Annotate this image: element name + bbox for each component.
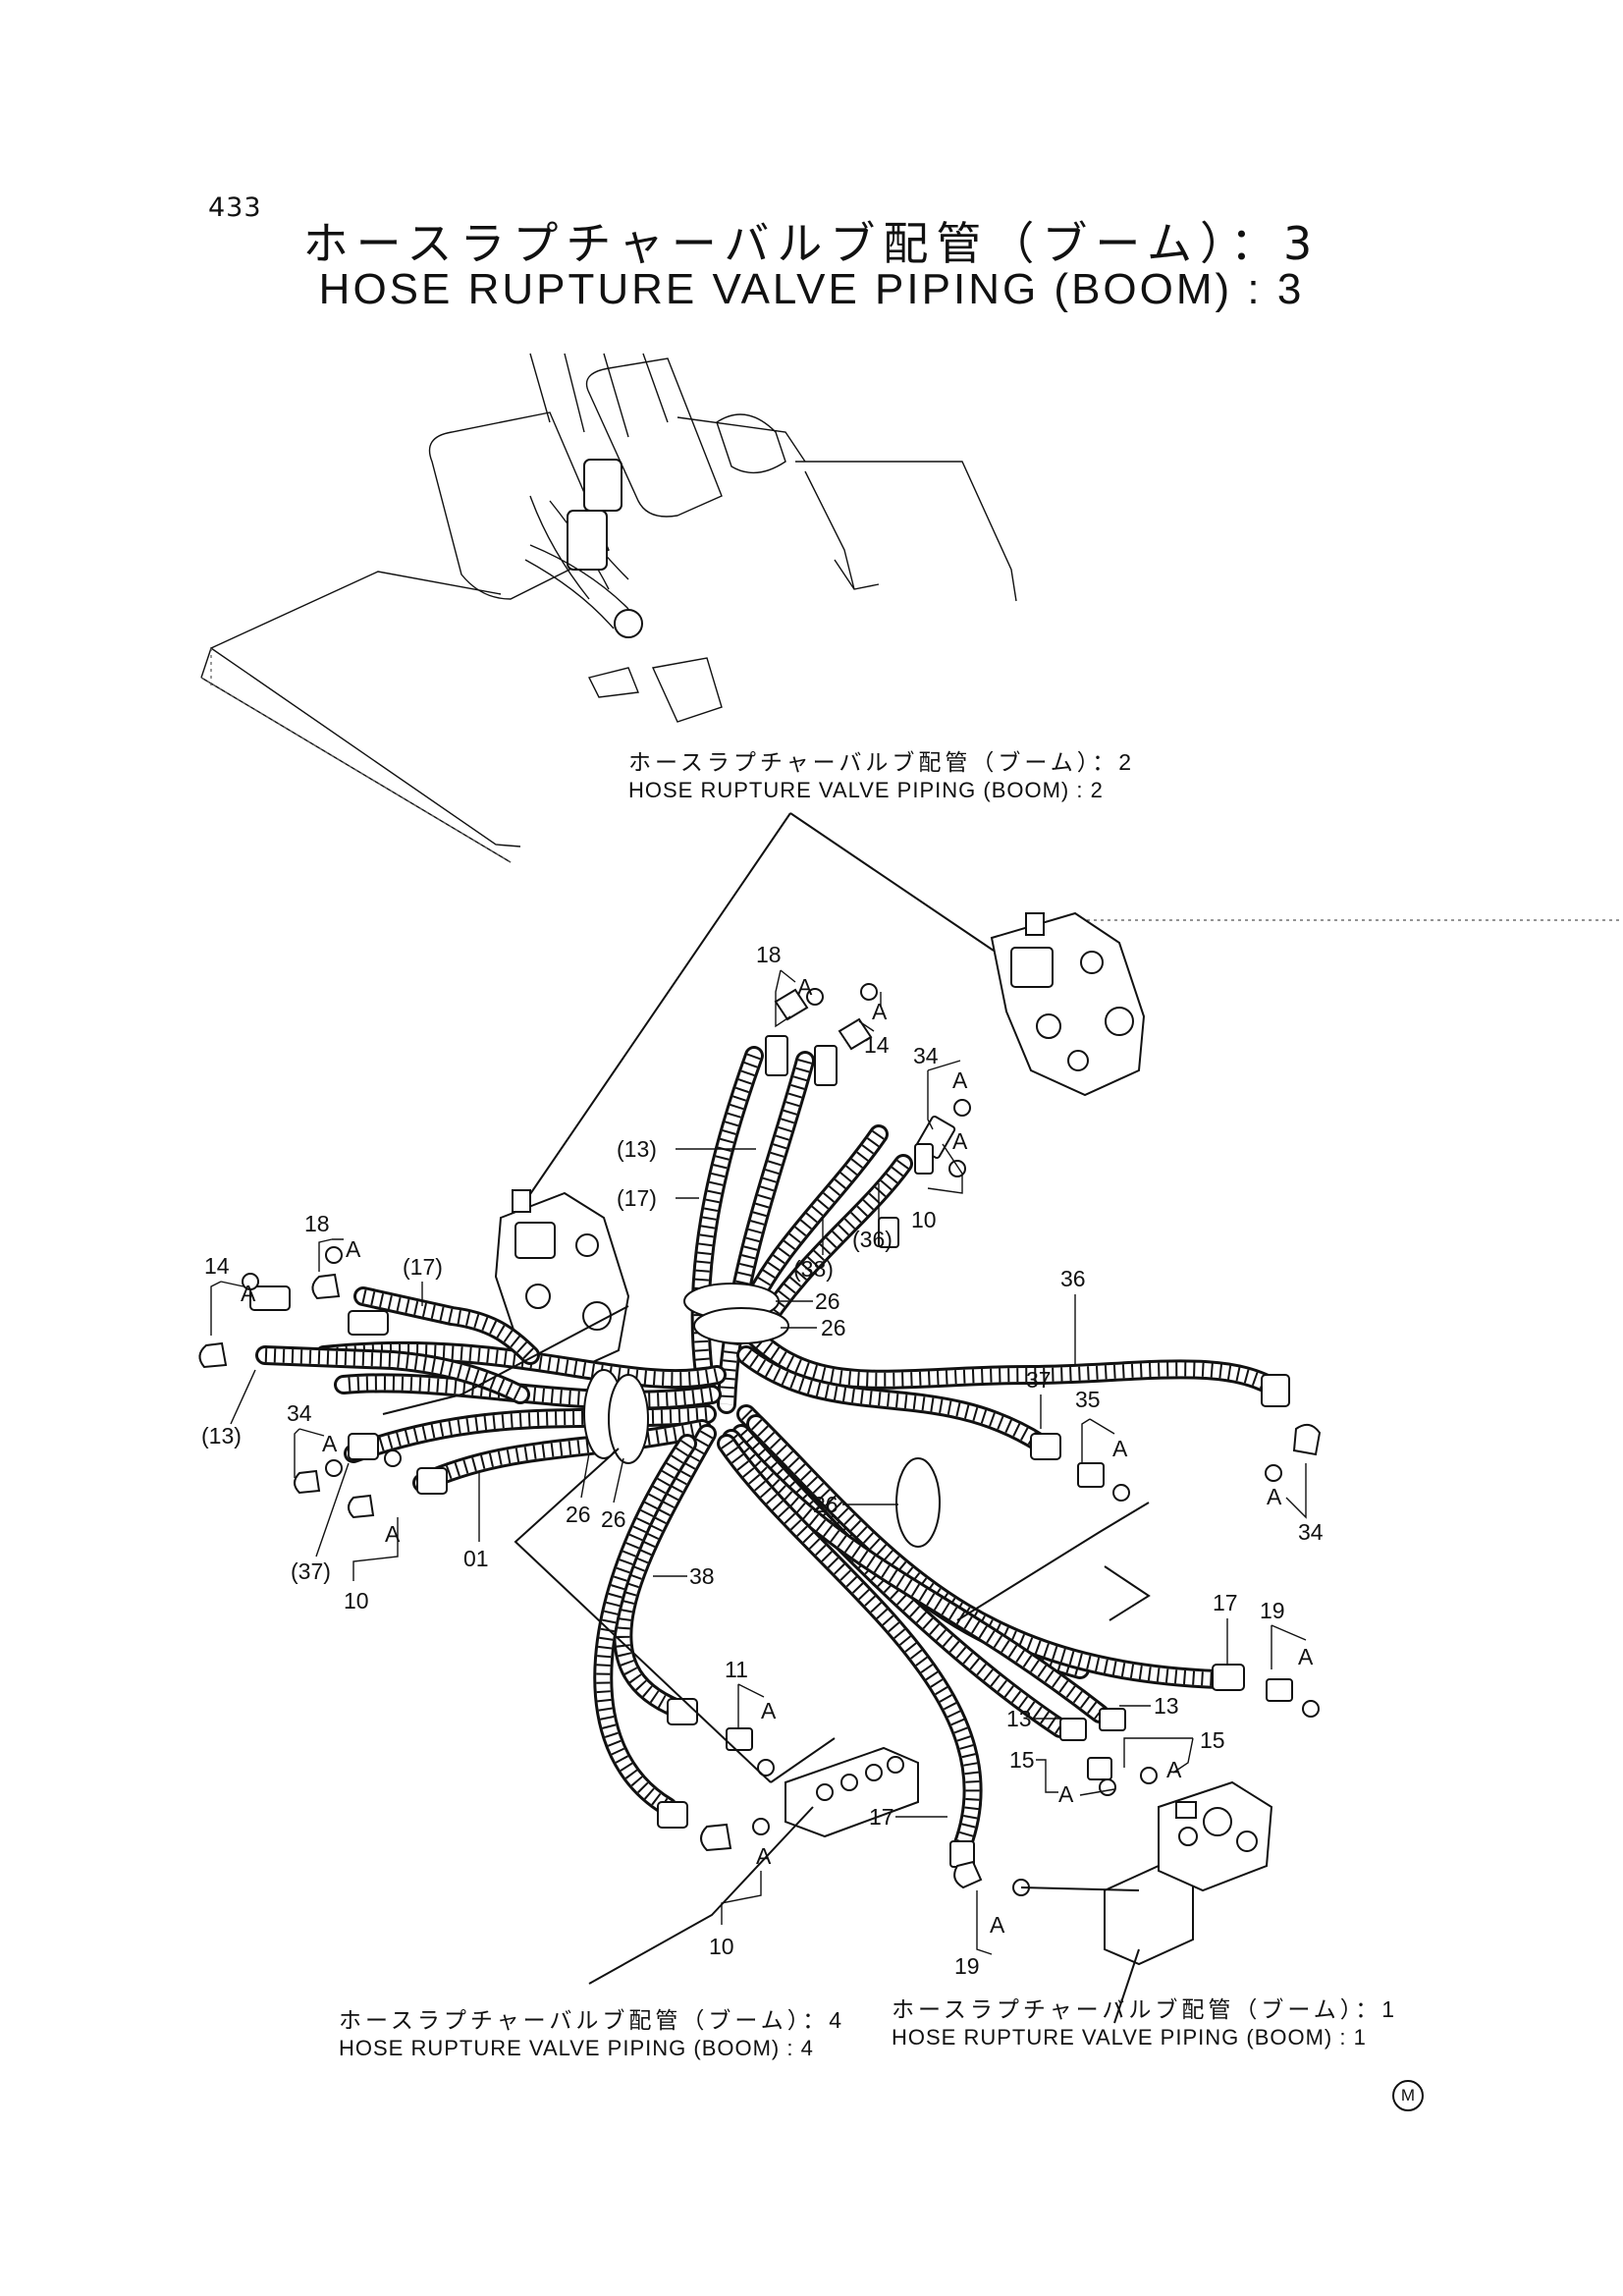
fittings (198, 983, 1322, 1896)
callout-A-15-b: A (1058, 1781, 1074, 1807)
callout-36-top: (36) (852, 1227, 893, 1252)
leader-caption-4 (588, 1806, 814, 1985)
leader-right-valve (956, 1502, 1151, 1621)
callout-13-r1: 13 (1006, 1706, 1032, 1731)
caption-ref-2: ホースラプチャーバルブ配管（ブーム）：2 HOSE RUPTURE VALVE … (628, 748, 1135, 803)
callout-34-right: 34 (1298, 1519, 1324, 1545)
callout-19-bot: 19 (954, 1953, 980, 1979)
caption-ref-2-jp: ホースラプチャーバルブ配管（ブーム）：2 (628, 749, 1135, 775)
callout-A-10-left: A (385, 1521, 401, 1547)
callout-A-11: A (761, 1698, 777, 1723)
leader-bottom-valve (1020, 1886, 1140, 1891)
callout-A-34-left: A (322, 1431, 338, 1456)
callout-A-14-top: A (872, 999, 888, 1024)
callout-15-b: 15 (1009, 1747, 1035, 1773)
callout-34-left: 34 (287, 1400, 312, 1426)
callout-26-e: 26 (813, 1492, 839, 1517)
machine-overview-sketch (200, 353, 1017, 863)
callout-14-left: 14 (204, 1253, 230, 1279)
callout-10-top: 10 (911, 1207, 937, 1232)
callout-13-top: (13) (617, 1136, 657, 1162)
caption-ref-4: ホースラプチャーバルブ配管（ブーム）：4 HOSE RUPTURE VALVE … (339, 2006, 845, 2061)
caption-ref-4-en: HOSE RUPTURE VALVE PIPING (BOOM) : 4 (339, 2035, 814, 2060)
callout-36-right: 36 (1060, 1266, 1086, 1291)
callout-37-right: 37 (1026, 1367, 1052, 1393)
callout-11: 11 (725, 1657, 748, 1682)
rupture-valve-bottom-right (1104, 1780, 1273, 1966)
callout-A-10-bot: A (756, 1843, 772, 1869)
callout-17-right: 17 (1213, 1590, 1238, 1615)
callout-13-r2: 13 (1154, 1693, 1179, 1719)
callout-35: 35 (1075, 1387, 1101, 1412)
caption-ref-1: ホースラプチャーバルブ配管（ブーム）：1 HOSE RUPTURE VALVE … (892, 1995, 1398, 2050)
callout-A-19-right: A (1298, 1644, 1314, 1669)
callout-17-top: (17) (617, 1185, 657, 1211)
caption-ref-1-jp: ホースラプチャーバルブ配管（ブーム）：1 (892, 1996, 1398, 2022)
callout-15-a: 15 (1200, 1727, 1225, 1753)
callout-26-b: 26 (821, 1315, 846, 1340)
callout-A-14-left: A (241, 1281, 256, 1306)
callout-13-left: (13) (201, 1423, 242, 1449)
manifold-block (784, 1746, 919, 1838)
callout-19-right: 19 (1260, 1598, 1285, 1623)
callout-38-mid: 38 (689, 1563, 715, 1589)
caption-ref-2-en: HOSE RUPTURE VALVE PIPING (BOOM) : 2 (628, 777, 1104, 802)
hose-clamps (583, 1283, 941, 1548)
callout-34-top: 34 (913, 1043, 939, 1068)
callout-A-19-bot: A (990, 1912, 1005, 1938)
page-number: 433 (208, 192, 262, 223)
callout-A-34-top: A (952, 1067, 968, 1093)
caption-2-leaders (516, 812, 995, 1214)
callout-17-left: (17) (403, 1254, 443, 1280)
m-mark-icon: M (1392, 2080, 1424, 2111)
leader-caption-1 (1113, 1948, 1140, 2024)
rupture-valve-upper-right (990, 911, 1146, 1097)
callout-37-left: (37) (291, 1558, 331, 1584)
callout-01: 01 (463, 1546, 489, 1571)
title-japanese: ホースラプチャーバルブ配管（ブーム）：3 (302, 217, 1321, 270)
callout-A-34-right: A (1267, 1484, 1282, 1509)
callout-18-top: 18 (756, 942, 782, 967)
callout-17-bot: 17 (869, 1804, 894, 1830)
rupture-valve-center-left (494, 1189, 630, 1377)
callout-A-15-a: A (1166, 1757, 1182, 1782)
caption-ref-1-en: HOSE RUPTURE VALVE PIPING (BOOM) : 1 (892, 2024, 1367, 2050)
callout-A-10-top: A (952, 1128, 968, 1154)
callout-A-35: A (1112, 1436, 1128, 1461)
title-english: HOSE RUPTURE VALVE PIPING (BOOM) : 3 (318, 265, 1305, 313)
callout-18-left: 18 (304, 1211, 330, 1236)
callout-26-d: 26 (601, 1506, 626, 1532)
callout-14-top: 14 (864, 1032, 890, 1058)
callout-A-18-left: A (346, 1236, 361, 1262)
callout-26-a: 26 (815, 1288, 840, 1314)
callout-A-18-top: A (797, 974, 813, 1000)
hose-bundle (255, 1046, 1286, 1856)
callout-10-bot: 10 (709, 1934, 734, 1959)
callout-38-top: (38) (793, 1256, 834, 1282)
callouts: 18 A 14 A 34 A A 10 (13) (17) (36) (38) … (201, 942, 1324, 1979)
leader-left-valve (382, 1305, 629, 1415)
caption-ref-4-jp: ホースラプチャーバルブ配管（ブーム）：4 (339, 2007, 845, 2033)
callout-26-c: 26 (566, 1502, 591, 1527)
callout-10-left: 10 (344, 1588, 369, 1613)
